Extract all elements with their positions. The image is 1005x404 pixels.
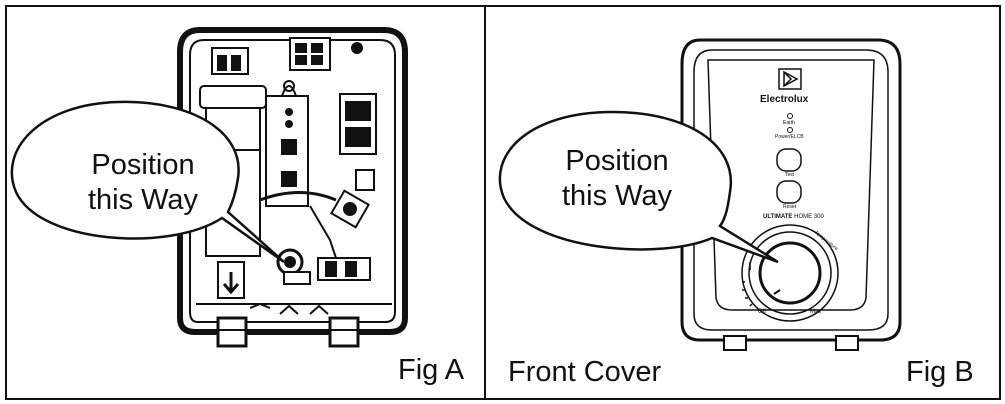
- casing-outline: [177, 27, 408, 335]
- speech-bubble-b: [498, 110, 779, 264]
- power-indicator-label: Power/ELCB: [775, 134, 804, 140]
- reset-button-shape: [776, 180, 802, 204]
- bubble-a-line1: Position: [91, 149, 195, 181]
- temperature-dial: [758, 241, 822, 305]
- front-cover-label: Front Cover: [508, 356, 662, 388]
- speech-bubble-a: [10, 100, 285, 264]
- off-label: Off: [758, 309, 766, 315]
- model-name-bold: ULTIMATE: [763, 214, 793, 220]
- test-button-shape: [776, 148, 802, 172]
- brand-name: Electrolux: [760, 94, 809, 105]
- max-label: Max: [810, 309, 822, 315]
- electrolux-logo-icon: [783, 70, 799, 88]
- front-cover-drawing: [680, 38, 902, 351]
- bubble-b-line2: this Way: [561, 180, 673, 212]
- cover-body: [680, 38, 902, 342]
- reset-button-label: Reset: [783, 204, 797, 210]
- outer-frame: [5, 5, 1001, 400]
- bubble-a-line2: this Way: [87, 184, 199, 216]
- fig-a-caption: Fig A: [398, 354, 465, 386]
- bubble-a-text: Position this Way: [48, 148, 238, 218]
- model-name: ULTIMATE HOME 300: [763, 214, 824, 220]
- bubble-b-line1: Position: [565, 145, 669, 177]
- fig-b-caption: Fig B: [906, 356, 974, 388]
- bubble-b-text: Position this Way: [522, 144, 712, 214]
- test-button-label: Test: [785, 172, 795, 178]
- model-name-rest: HOME 300: [794, 214, 824, 220]
- earth-indicator-label: Earth: [783, 120, 795, 126]
